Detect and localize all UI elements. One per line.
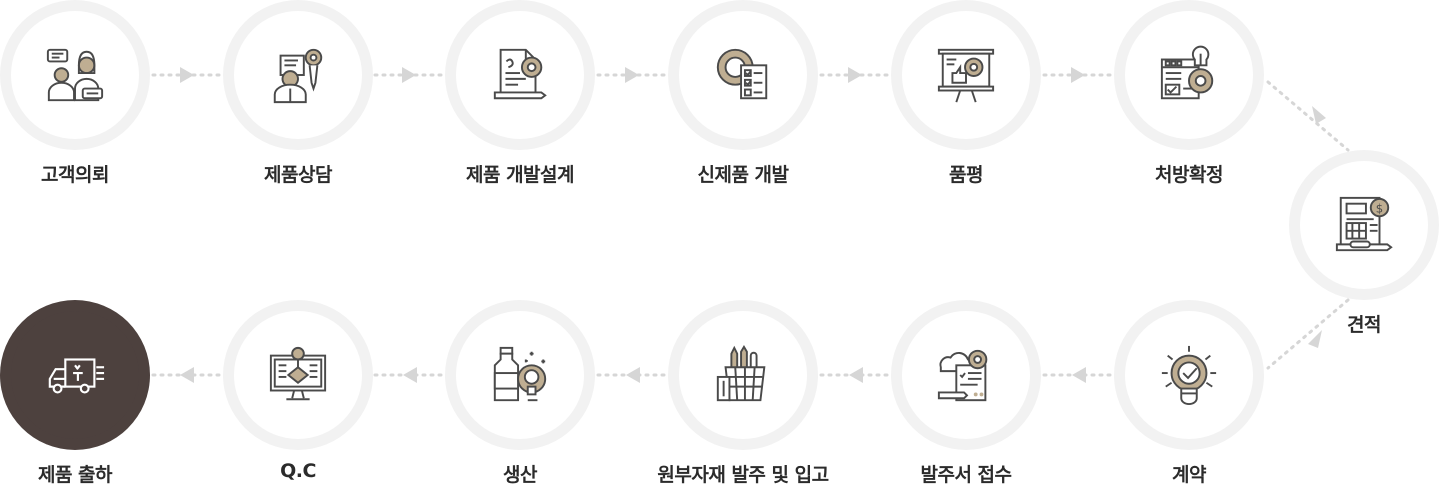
consultant-gear-icon xyxy=(267,44,329,106)
step-label: 품평 xyxy=(949,164,983,186)
consultation-people-icon xyxy=(44,44,106,106)
step-label: 발주서 접수 xyxy=(920,464,1012,486)
invoice-calculator-icon: $ xyxy=(1333,194,1395,256)
arrow-head xyxy=(180,367,194,383)
arrow-head xyxy=(403,367,417,383)
arrow-head xyxy=(626,367,640,383)
step-circle xyxy=(223,0,373,150)
step-label: 원부자재 발주 및 입고 xyxy=(657,464,829,486)
step-label: 제품 출하 xyxy=(37,464,113,486)
step-circle xyxy=(223,300,373,450)
step-circle-active xyxy=(0,300,150,450)
step-label: Q.C xyxy=(280,460,316,482)
svg-text:$: $ xyxy=(1376,201,1383,215)
delivery-truck-icon xyxy=(44,344,106,406)
lightbulb-check-icon xyxy=(1158,344,1220,406)
step-circle xyxy=(891,0,1041,150)
step-label: 제품 개발설계 xyxy=(466,164,575,186)
step-circle xyxy=(1114,300,1264,450)
arrow-head xyxy=(849,367,863,383)
step-circle xyxy=(891,300,1041,450)
step-label: 계약 xyxy=(1172,464,1206,486)
step-label: 처방확정 xyxy=(1155,164,1223,186)
step-label: 생산 xyxy=(503,464,537,486)
arrow-head xyxy=(180,67,194,83)
lightbulb-settings-icon xyxy=(1158,44,1220,106)
step-circle xyxy=(1114,0,1264,150)
arrow-head xyxy=(1312,106,1326,124)
step-circle xyxy=(0,0,150,150)
step-circle xyxy=(668,300,818,450)
arrow-head xyxy=(1072,367,1086,383)
arrow-head xyxy=(848,67,862,83)
arrow-head xyxy=(1308,330,1322,348)
step-circle xyxy=(445,0,595,150)
step-circle xyxy=(668,0,818,150)
design-document-gear-icon xyxy=(489,44,551,106)
arrow-head xyxy=(402,67,416,83)
step-label: 신제품 개발 xyxy=(697,164,789,186)
arrow-head xyxy=(1071,67,1085,83)
step-circle xyxy=(445,300,595,450)
step-label: 견적 xyxy=(1347,314,1381,336)
bottle-production-icon xyxy=(489,344,551,406)
monitor-quality-icon xyxy=(267,344,329,406)
step-circle: $ xyxy=(1289,150,1439,300)
step-label: 제품상담 xyxy=(264,164,332,186)
materials-basket-icon xyxy=(712,344,774,406)
step-label: 고객의뢰 xyxy=(41,164,109,186)
presentation-board-icon xyxy=(935,44,997,106)
arrow-head xyxy=(625,67,639,83)
order-form-gear-icon xyxy=(935,344,997,406)
gear-checklist-icon xyxy=(712,44,774,106)
